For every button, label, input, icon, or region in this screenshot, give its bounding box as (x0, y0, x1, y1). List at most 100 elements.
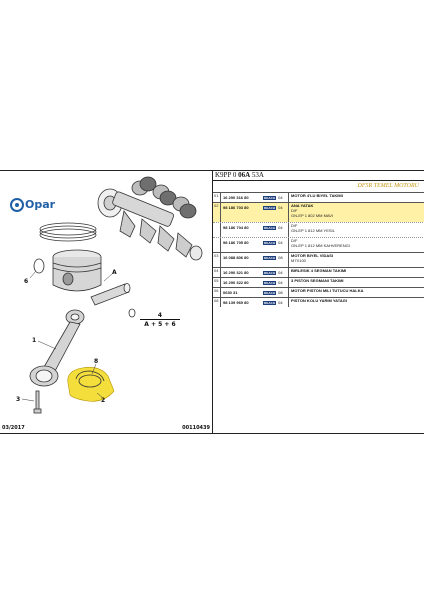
part-quantity: 04 (278, 225, 283, 230)
piston-pin-icon (90, 283, 131, 306)
part-title: MOTOR BIYEL VIDASI (291, 253, 334, 258)
reach-badge: REACH (263, 225, 277, 230)
row-position-number: 05 (213, 278, 221, 287)
part-quantity: 04 (278, 300, 283, 305)
reach-badge: REACH (263, 255, 277, 260)
part-quantity: 08 (278, 290, 283, 295)
exploded-diagram: Opar 6 A 1 8 3 2 4 A + 5 + 6 03/2017 001… (0, 170, 212, 434)
part-title: MOTOR 4'LU BIYEL TAKIMI (291, 193, 343, 198)
row-position-number: 02 (213, 203, 221, 222)
part-note: M7X100 (291, 258, 306, 263)
formula-bottom: A + 5 + 6 (144, 321, 176, 328)
diagram-artwork (10, 176, 203, 414)
part-reference-number: 16 290 316 80 (223, 195, 249, 200)
row-description-cell: MOTOR 4'LU BIYEL TAKIMI (289, 193, 424, 202)
reach-badge: REACH (263, 195, 277, 200)
part-reference-number: 98 139 969 80 (223, 300, 249, 305)
circlip-icon (33, 258, 45, 274)
row-position-number: 04 (213, 268, 221, 277)
part-quantity: 04 (278, 195, 283, 200)
callout-pin-assembly: A (112, 269, 117, 276)
row-position-number: 03 (213, 253, 221, 267)
callout-circlip: 6 (24, 278, 29, 285)
part-quantity: 04 (278, 205, 283, 210)
row-description-cell: 3 PISTON SEGMANI TAKIMI (289, 278, 424, 287)
callout-bolt: 3 (16, 396, 21, 403)
row-description-cell: MOTOR PISTON MILI TUTUCU HALKA (289, 288, 424, 297)
leader-lines (21, 270, 113, 402)
piston-rings-icon (39, 222, 97, 242)
part-title: 3 PISTON SEGMANI TAKIMI (291, 278, 344, 283)
part-reference-number: 0630 31 (223, 290, 238, 295)
crankshaft-icon (97, 176, 203, 261)
reach-badge: REACH (263, 240, 277, 245)
part-reference-number: 98 186 704 80 (223, 225, 249, 230)
row-position-number: 01 (213, 193, 221, 202)
part-title: ANA YATAK (291, 203, 314, 208)
part-reference-number: 98 186 703 80 (223, 205, 249, 210)
reach-badge: REACH (263, 205, 277, 210)
engine-code-header: K9PP 0 06A 53A (213, 171, 424, 181)
part-note: GN-EP 1 802 MM MAVI (291, 213, 334, 218)
circlip-right-icon (128, 308, 136, 318)
reach-badge: REACH (263, 280, 277, 285)
part-note: GN-EP 1 812 MM KAHVERENGI (291, 243, 350, 248)
part-note: D/F (291, 223, 298, 228)
engine-code-bold: 06A (238, 171, 251, 179)
row-position-number (213, 223, 221, 237)
part-reference-number: 16 088 806 80 (223, 255, 249, 260)
engine-code-prefix: K9PP 0 (215, 171, 237, 179)
callout-bearing-top: 8 (94, 358, 99, 365)
part-note: D/F (291, 238, 298, 243)
callout-bearing-shell: 2 (101, 397, 106, 404)
part-reference-number: 16 290 321 80 (223, 270, 249, 275)
part-reference-number: 16 290 322 80 (223, 280, 249, 285)
callout-connecting-rod: 1 (32, 337, 37, 344)
part-note: GN-EP 1 812 MM YESIL (291, 228, 335, 233)
engine-code-suffix: 53A (251, 171, 264, 179)
row-position-number (213, 238, 221, 252)
bearing-shell-icon (67, 367, 115, 402)
footer-reference: 00110439 (182, 425, 210, 431)
part-quantity: 04 (278, 280, 283, 285)
brand-name: Opar (25, 198, 56, 211)
part-note: D/F (291, 208, 298, 213)
formula-divider (140, 319, 180, 320)
reach-badge: REACH (263, 290, 277, 295)
rod-bolt-icon (33, 390, 42, 414)
part-quantity: 04 (278, 270, 283, 275)
part-quantity: 08 (278, 255, 283, 260)
connecting-rod-icon (29, 309, 85, 387)
